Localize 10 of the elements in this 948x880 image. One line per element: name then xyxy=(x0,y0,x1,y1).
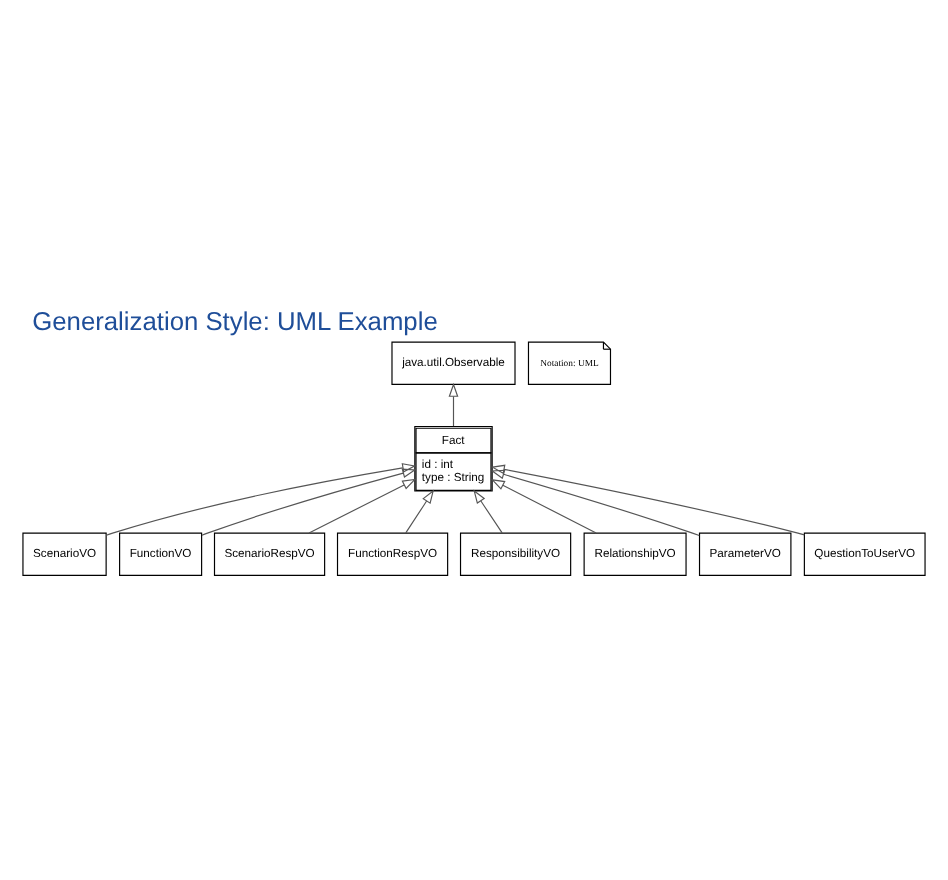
arrow xyxy=(490,469,700,537)
arrow xyxy=(405,489,435,534)
arrow xyxy=(308,478,417,534)
diagram-title: Generalization Style: UML Example xyxy=(32,305,438,336)
arrow xyxy=(448,382,459,427)
arrow xyxy=(105,463,417,536)
arrow xyxy=(473,489,503,534)
arrow xyxy=(490,479,597,534)
arrow xyxy=(201,468,417,536)
arrow xyxy=(490,464,805,536)
